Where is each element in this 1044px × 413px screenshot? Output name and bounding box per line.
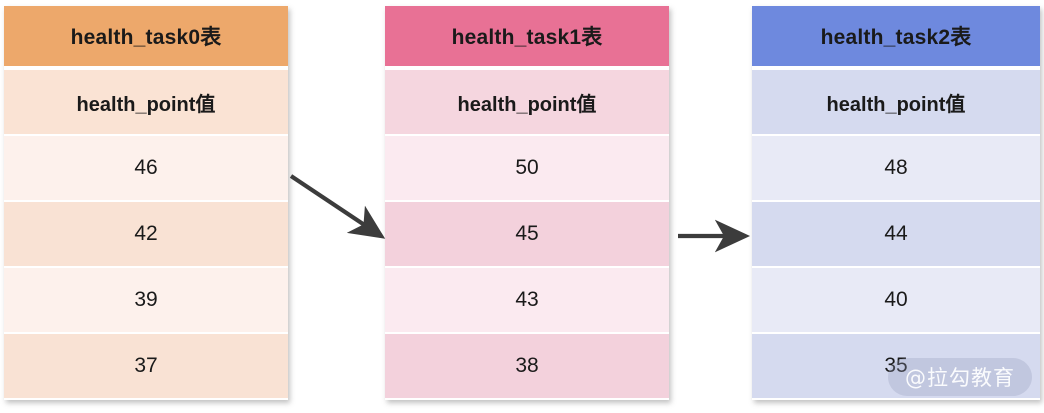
table-row: 37: [4, 334, 288, 398]
table-row: 42: [4, 202, 288, 266]
table-title-health-task0: health_task0表: [4, 6, 288, 66]
table-title-health-task1: health_task1表: [385, 6, 669, 66]
table-rows-health-task2: 48 44 40 35: [752, 134, 1040, 398]
column-header-health-task1: health_point值: [385, 70, 669, 134]
table-row: 44: [752, 202, 1040, 266]
table-row: 39: [4, 268, 288, 332]
watermark: @拉勾教育: [888, 358, 1032, 396]
table-row: 40: [752, 268, 1040, 332]
table-card-health-task0: health_task0表 health_point值 46 42 39 37: [4, 6, 288, 400]
column-header-health-task0: health_point值: [4, 70, 288, 134]
table-row: 50: [385, 136, 669, 200]
table-rows-health-task1: 50 45 43 38: [385, 134, 669, 398]
table-card-health-task1: health_task1表 health_point值 50 45 43 38: [385, 6, 669, 400]
column-header-health-task2: health_point值: [752, 70, 1040, 134]
table-card-health-task2: health_task2表 health_point值 48 44 40 35: [752, 6, 1040, 400]
table-row: 35: [752, 334, 1040, 398]
table-row: 45: [385, 202, 669, 266]
table-row: 38: [385, 334, 669, 398]
table-row: 43: [385, 268, 669, 332]
arrow-task0-to-task1-icon: [289, 174, 386, 239]
table-title-health-task2: health_task2表: [752, 6, 1040, 66]
table-row: 48: [752, 136, 1040, 200]
table-row: 46: [4, 136, 288, 200]
table-rows-health-task0: 46 42 39 37: [4, 134, 288, 398]
